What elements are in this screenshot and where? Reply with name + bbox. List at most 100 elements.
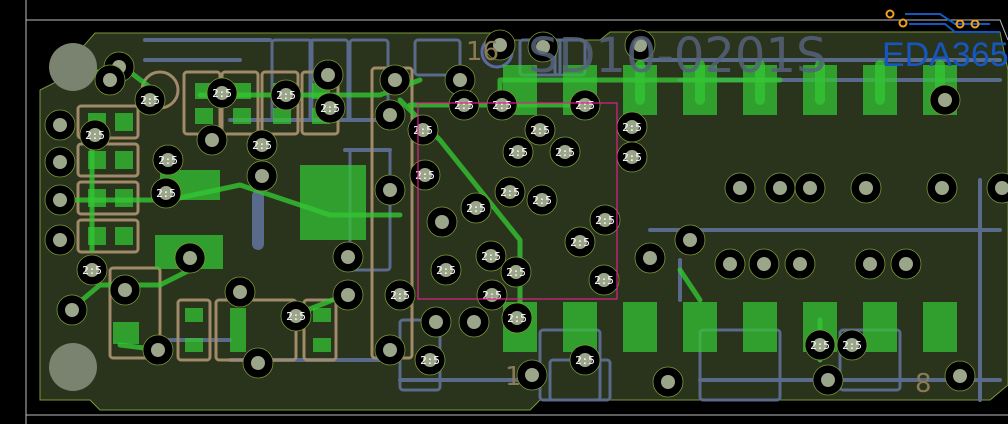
labeled-via: 2:5 <box>460 192 492 224</box>
pin-16-label: 16 <box>466 37 499 67</box>
via-drill <box>953 369 967 383</box>
via-drill <box>536 40 550 54</box>
via-drill <box>661 375 675 389</box>
bottom-trace-wide <box>252 190 264 250</box>
via <box>812 364 844 396</box>
smd-pad <box>273 108 291 124</box>
via-drill <box>383 108 397 122</box>
via-drill <box>53 155 67 169</box>
via-drill <box>439 263 453 277</box>
via <box>44 224 76 256</box>
ic-pin-pad-bottom <box>563 302 597 352</box>
via-net-label: 2:5 <box>156 187 176 200</box>
board-edge-top <box>26 19 1008 41</box>
via-net-label: 2:5 <box>82 264 102 277</box>
via-net-label: 2:5 <box>810 339 830 352</box>
via-drill <box>143 93 157 107</box>
via <box>652 366 684 398</box>
via-drill <box>558 145 572 159</box>
via <box>748 248 780 280</box>
via-drill <box>633 38 647 52</box>
via-drill <box>255 169 269 183</box>
via-net-label: 2:5 <box>252 139 272 152</box>
via-net-label: 2:5 <box>555 146 575 159</box>
smd-pad <box>115 227 133 245</box>
via <box>94 64 126 96</box>
labeled-via: 2:5 <box>501 302 533 334</box>
mounting-hole <box>49 343 97 391</box>
via-drill <box>899 257 913 271</box>
via-net-label: 2:5 <box>276 89 296 102</box>
via-drill <box>469 201 483 215</box>
component-silk-outline <box>76 218 140 254</box>
via-drill <box>53 233 67 247</box>
via <box>246 160 278 192</box>
via-drill <box>416 123 430 137</box>
via-net-label: 2:5 <box>532 194 552 207</box>
via-net-label: 2:5 <box>506 266 526 279</box>
via <box>242 347 274 379</box>
via-net-label: 2:5 <box>212 87 232 100</box>
silkscreen-part-number: SD10-0201S <box>528 28 826 84</box>
labeled-via: 2:5 <box>569 89 601 121</box>
via <box>196 124 228 156</box>
via-drill <box>118 283 132 297</box>
logo-pad <box>955 19 965 29</box>
ic-courtyard-outline[interactable] <box>417 102 618 300</box>
via <box>890 248 922 280</box>
top-trace <box>57 182 403 218</box>
via-drill <box>341 288 355 302</box>
via-net-label: 2:5 <box>570 236 590 249</box>
pin-8-label: 8 <box>915 369 932 399</box>
via-drill <box>279 88 293 102</box>
via-net-label: 2:5 <box>530 124 550 137</box>
via-drill <box>938 93 952 107</box>
bottom-pad-outline <box>413 38 462 77</box>
via-drill <box>723 257 737 271</box>
smd-pad <box>233 108 251 124</box>
labeled-via: 2:5 <box>150 177 182 209</box>
via-drill <box>457 98 471 112</box>
component-silk-outline <box>108 266 162 360</box>
ic-pin-pad-bottom <box>683 302 717 352</box>
labeled-via: 2:5 <box>314 92 346 124</box>
via-drill <box>423 353 437 367</box>
via-drill <box>321 68 335 82</box>
via-drill <box>341 250 355 264</box>
labeled-via: 2:5 <box>500 256 532 288</box>
via <box>929 84 961 116</box>
labeled-via: 2:5 <box>526 184 558 216</box>
via-drill <box>757 257 771 271</box>
via-net-label: 2:5 <box>454 99 474 112</box>
smd-pad <box>230 308 246 352</box>
via-net-label: 2:5 <box>320 102 340 115</box>
smd-pad <box>115 113 133 131</box>
logo-pad <box>970 19 980 29</box>
via-drill <box>453 73 467 87</box>
via <box>44 184 76 216</box>
via <box>854 248 886 280</box>
via <box>420 306 452 338</box>
via-net-label: 2:5 <box>508 146 528 159</box>
via-net-label: 2:5 <box>415 169 435 182</box>
via-net-label: 2:5 <box>286 310 306 323</box>
labeled-via: 2:5 <box>494 176 526 208</box>
via-drill <box>467 315 481 329</box>
via-drill <box>484 249 498 263</box>
via-drill <box>323 101 337 115</box>
labeled-via: 2:5 <box>564 226 596 258</box>
via-drill <box>533 123 547 137</box>
eda365-logo: EDA365 <box>882 9 1008 74</box>
via-drill <box>495 98 509 112</box>
via <box>634 242 666 274</box>
smd-pad <box>185 308 203 322</box>
via-drill <box>625 150 639 164</box>
via-drill <box>53 118 67 132</box>
smd-pad <box>185 338 203 352</box>
via-drill <box>435 215 449 229</box>
via-drill <box>255 138 269 152</box>
labeled-via: 2:5 <box>549 136 581 168</box>
via <box>527 31 559 63</box>
via-drill <box>393 288 407 302</box>
